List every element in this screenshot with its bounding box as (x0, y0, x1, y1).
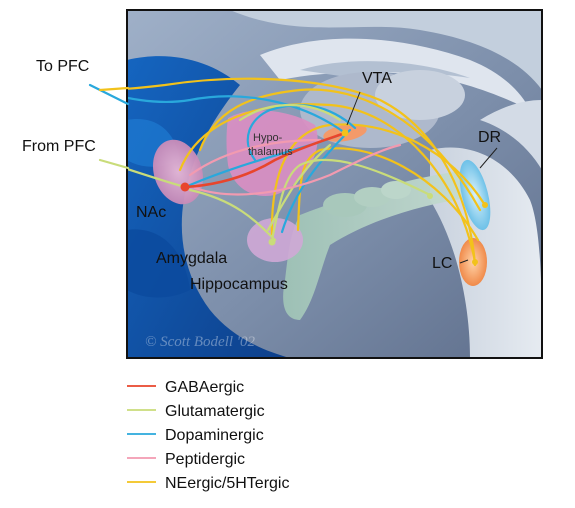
from-pfc-glutamate-path (98, 158, 130, 170)
gaba-path (183, 131, 347, 189)
hippocampus-node-dot (427, 193, 433, 199)
legend-item: Glutamatergic (127, 403, 265, 420)
hypothalamus-label-line1: Hypo- (253, 132, 283, 144)
dr-label: DR (478, 129, 501, 146)
dopamine-path (280, 128, 352, 234)
vta-leader-line (346, 91, 361, 126)
legend-label: GABAergic (165, 379, 244, 396)
vta-node-dot (341, 129, 349, 137)
ne-5ht-path (178, 103, 477, 264)
amygdala-node-dot (268, 238, 276, 246)
vta-label: VTA (362, 70, 392, 87)
to-pfc-ne-path (98, 86, 130, 92)
legend-label: Glutamatergic (165, 403, 265, 420)
amygdala-label: Amygdala (156, 250, 227, 267)
to-pfc-dopamine-path (88, 83, 130, 106)
anatomy-illustration: © Scott Bodell '02 (127, 10, 542, 358)
glutamate-path (270, 158, 432, 242)
legend-item: Dopaminergic (127, 427, 264, 444)
peptide-path (188, 138, 322, 177)
lc-leader-line (459, 259, 469, 264)
glutamate-path (127, 167, 187, 189)
peptide-path (193, 143, 402, 196)
nac-node-dot (180, 182, 190, 192)
from-pfc-label: From PFC (22, 138, 96, 155)
projection-paths (127, 77, 487, 267)
glutamate-path (188, 188, 277, 242)
glutamate-path (238, 104, 342, 122)
hippocampus-label: Hippocampus (190, 276, 288, 293)
lc-label: LC (432, 255, 452, 272)
legend-item: Peptidergic (127, 451, 245, 468)
legend-label: Dopaminergic (165, 427, 264, 444)
diagram-frame (126, 9, 543, 359)
ne-5ht-path (127, 77, 477, 267)
legend-label: Peptidergic (165, 451, 245, 468)
nac-label: NAc (136, 204, 166, 221)
hypothalamus-label-line2: thalamus (248, 146, 293, 158)
to-pfc-label: To PFC (36, 58, 89, 75)
glutamate-path (266, 143, 332, 232)
dr-leader-line (479, 147, 498, 169)
dopamine-path (246, 104, 357, 162)
dopamine-path (127, 95, 347, 135)
legend: GABAergic Glutamatergic Dopaminergic Pep… (127, 379, 289, 492)
ne-5ht-path (198, 88, 482, 212)
legend-item: GABAergic (127, 379, 244, 396)
legend-label: NEergic/5HTergic (165, 475, 289, 492)
legend-item: NEergic/5HTergic (127, 475, 289, 492)
lc-node-dot (472, 259, 478, 265)
dr-node-dot (482, 202, 488, 208)
artist-credit: © Scott Bodell '02 (145, 334, 256, 350)
